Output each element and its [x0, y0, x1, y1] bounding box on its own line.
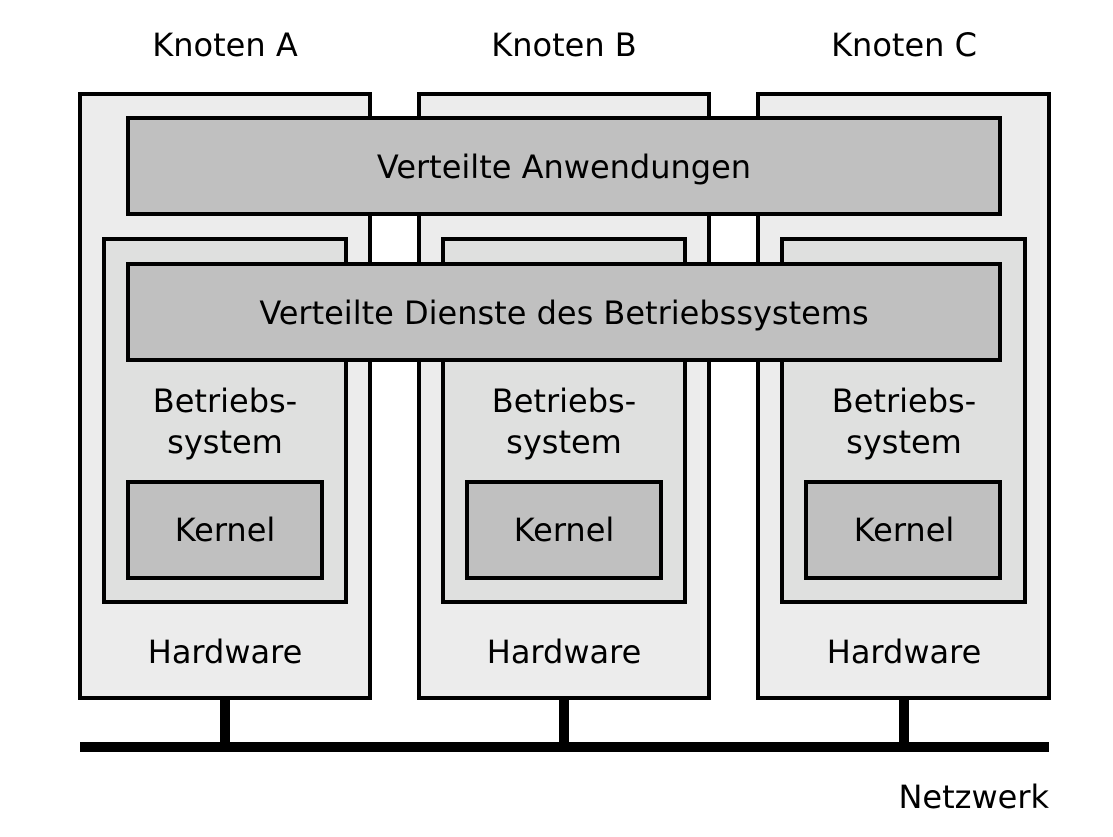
node-c-os-label-line1: Betriebs-	[832, 382, 976, 420]
node-a-kernel-label: Kernel	[175, 511, 276, 549]
node-b-title: Knoten B	[491, 26, 636, 64]
node-b-os-label-line2: system	[506, 423, 622, 461]
node-c-os-label-line2: system	[846, 423, 962, 461]
distributed-os-services-label: Verteilte Dienste des Betriebssystems	[259, 294, 868, 332]
node-c-hardware-label: Hardware	[827, 633, 982, 671]
distributed-applications-label: Verteilte Anwendungen	[377, 148, 751, 186]
network-label: Netzwerk	[898, 778, 1049, 816]
node-a-os-label-line1: Betriebs-	[153, 382, 297, 420]
node-b-kernel-label: Kernel	[514, 511, 615, 549]
distributed-applications-layer	[126, 116, 1002, 216]
node-b-kernel-box	[465, 480, 663, 580]
node-a-title: Knoten A	[152, 26, 298, 64]
node-a-kernel-box	[126, 480, 324, 580]
node-c-title: Knoten C	[831, 26, 977, 64]
node-c-kernel-box	[804, 480, 1002, 580]
node-b-os-label-line1: Betriebs-	[492, 382, 636, 420]
node-b-hardware-label: Hardware	[487, 633, 642, 671]
node-c-kernel-label: Kernel	[854, 511, 955, 549]
node-a-hardware-label: Hardware	[148, 633, 303, 671]
node-a-os-label-line2: system	[167, 423, 283, 461]
distributed-os-services-layer	[126, 262, 1002, 362]
